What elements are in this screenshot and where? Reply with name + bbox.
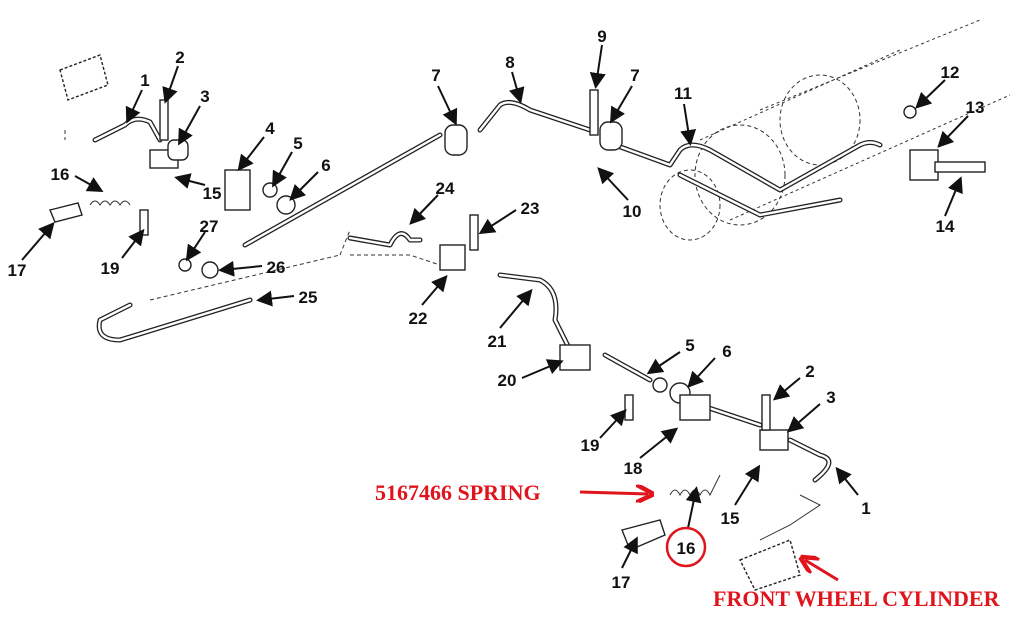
- callout: 18: [624, 459, 643, 478]
- front-wheel-cylinder-annotation: FRONT WHEEL CYLINDER: [713, 586, 1001, 611]
- callout-circled: 16: [677, 539, 696, 558]
- axle-housing: [659, 19, 1011, 241]
- callout: 20: [498, 371, 517, 390]
- callout: 14: [936, 217, 955, 236]
- callout: 23: [521, 199, 540, 218]
- callout: 11: [674, 84, 692, 103]
- callout: 16: [51, 165, 70, 184]
- callout: 2: [175, 48, 184, 67]
- callout: 17: [8, 261, 27, 280]
- callout: 22: [409, 309, 428, 328]
- callout: 3: [200, 87, 209, 106]
- callout: 13: [966, 98, 985, 117]
- callout-numbers: 1 2 3 4 5 6 7 8 9 7 11 12 13 14 10 15 16…: [8, 27, 985, 592]
- callout: 1: [861, 499, 870, 518]
- callout: 2: [805, 362, 814, 381]
- callout: 17: [612, 573, 631, 592]
- callout: 19: [101, 259, 120, 278]
- callout: 7: [431, 66, 440, 85]
- callout: 15: [721, 509, 740, 528]
- callout: 26: [267, 258, 286, 277]
- callout: 5: [685, 336, 694, 355]
- brake-lines: [64, 99, 883, 541]
- leader-arrows: [21, 44, 969, 582]
- callout: 25: [299, 288, 318, 307]
- callout: 8: [505, 53, 514, 72]
- callout: 4: [265, 119, 275, 138]
- callout: 5: [293, 134, 302, 153]
- callout: 10: [623, 202, 642, 221]
- callout: 24: [436, 179, 455, 198]
- callout: 12: [941, 63, 960, 82]
- callout: 19: [581, 436, 600, 455]
- callout: 1: [140, 71, 149, 90]
- callout: 6: [722, 342, 731, 361]
- callout: 15: [203, 184, 222, 203]
- callout: 3: [826, 388, 835, 407]
- parts: [49, 54, 986, 591]
- callout: 21: [488, 332, 507, 351]
- callout: 6: [321, 156, 330, 175]
- callout: 27: [200, 217, 219, 236]
- callout: 7: [630, 66, 639, 85]
- callout: 9: [597, 27, 606, 46]
- highlight-circle: [665, 526, 707, 568]
- spring-part-annotation: 5167466 SPRING: [375, 480, 541, 505]
